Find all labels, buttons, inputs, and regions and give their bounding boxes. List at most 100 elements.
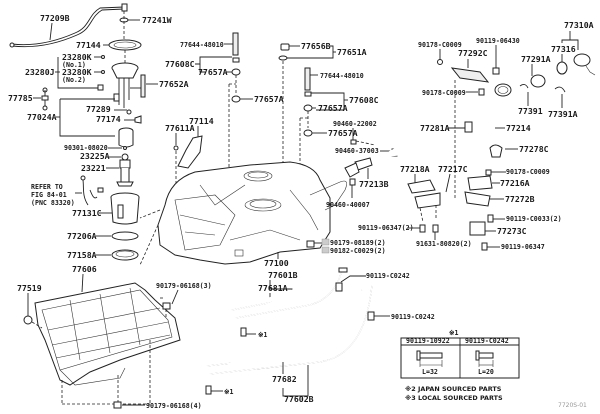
fuel-cap xyxy=(573,53,591,67)
part-label-77158a[interactable]: 77158A xyxy=(67,250,97,260)
clamp-77281a xyxy=(464,121,473,133)
part-label-77644-48010-b[interactable]: 77644-48010 xyxy=(320,72,364,80)
part-label-77131c[interactable]: 77131C xyxy=(72,208,102,218)
part-label-77291a[interactable]: 77291A xyxy=(521,54,551,64)
part-label-90178-c0009-b[interactable]: 90178-C0009 xyxy=(422,89,466,97)
grommet-77657a-d xyxy=(303,129,313,137)
part-label-77785[interactable]: 77785 xyxy=(8,93,33,103)
bolt-icon-32 xyxy=(416,350,443,367)
nut-90179-3 xyxy=(162,302,171,310)
pump-bracket-77131c xyxy=(110,192,140,225)
part-label-77114[interactable]: 77114 xyxy=(189,116,214,126)
part-label-77651a[interactable]: 77651A xyxy=(337,47,367,57)
retainer-ring-77144 xyxy=(108,39,142,51)
part-label-90182-c0029[interactable]: 90182-C0029(2) xyxy=(330,247,386,255)
cap-77656b xyxy=(280,43,290,51)
part-label-77657a-b[interactable]: 77657A xyxy=(254,94,284,104)
part-label-77391a[interactable]: 77391A xyxy=(548,109,578,119)
part-label-77602b[interactable]: 77602B xyxy=(284,394,314,404)
mark1-label-a[interactable]: ※1 xyxy=(258,331,268,339)
part-label-77144[interactable]: 77144 xyxy=(76,40,101,50)
part-label-90119-06347-b[interactable]: 90119-06347 xyxy=(501,243,545,251)
filler-pipe-77214 xyxy=(379,83,512,158)
part-label-90119-c0242-a[interactable]: 90119-C0242 xyxy=(366,272,410,280)
part-label-77652a[interactable]: 77652A xyxy=(159,79,189,89)
part-label-90119-06430[interactable]: 90119-06430 xyxy=(476,37,520,45)
part-label-23221[interactable]: 23221 xyxy=(81,163,106,173)
part-label-77218a[interactable]: 77218A xyxy=(400,164,430,174)
part-label-77174[interactable]: 77174 xyxy=(96,114,121,124)
part-label-77601b[interactable]: 77601B xyxy=(268,270,298,280)
part-label-77657a-d[interactable]: 77657A xyxy=(328,128,358,138)
legend-text-local: LOCAL SOURCED PARTS xyxy=(418,394,503,402)
part-label-77608c-a[interactable]: 77608C xyxy=(165,59,195,69)
part-label-77657a-a[interactable]: 77657A xyxy=(198,67,228,77)
part-label-77292c[interactable]: 77292C xyxy=(458,48,488,58)
part-label-77611a[interactable]: 77611A xyxy=(165,123,195,133)
part-label-90179-06168-3[interactable]: 90179-06168(3) xyxy=(156,282,212,290)
part-label-77272b[interactable]: 77272B xyxy=(505,194,535,204)
bolt-table-col1-length: L=32 xyxy=(422,368,438,376)
part-label-90179-08189[interactable]: 90179-08189(2) xyxy=(330,239,386,247)
bracket-77216a xyxy=(467,175,493,191)
part-label-90178-c0009-c[interactable]: 90178-C0009 xyxy=(506,168,550,176)
bolt-table-col2-length: L=20 xyxy=(478,368,494,376)
strap-upper xyxy=(231,267,348,319)
part-label-77606[interactable]: 77606 xyxy=(72,264,97,274)
part-label-77289[interactable]: 77289 xyxy=(86,104,111,114)
part-label-90301-08020[interactable]: 90301-08020 xyxy=(64,144,108,152)
legend-text-japan: JAPAN SOURCED PARTS xyxy=(417,385,502,393)
part-label-77644-48010-a[interactable]: 77644-48010 xyxy=(180,41,224,49)
bolt-mark1-a xyxy=(240,327,247,337)
part-label-91631-80820[interactable]: 91631-80820(2) xyxy=(416,240,472,248)
part-label-77100[interactable]: 77100 xyxy=(264,258,289,268)
part-label-77241w[interactable]: 77241W xyxy=(142,15,172,25)
part-label-77656b[interactable]: 77656B xyxy=(301,41,331,51)
part-label-77391[interactable]: 77391 xyxy=(518,106,543,116)
part-label-90460-37003[interactable]: 90460-37003 xyxy=(335,147,379,155)
refer-note-line2[interactable]: FIG 84-01 xyxy=(31,191,67,199)
nut-90179-08189 xyxy=(306,240,315,248)
retainer-77158a xyxy=(111,249,139,261)
valve-77644-b xyxy=(304,67,311,91)
hose-77213b xyxy=(344,157,373,178)
part-label-77213b[interactable]: 77213B xyxy=(359,179,389,189)
part-label-77681a[interactable]: 77681A xyxy=(258,283,288,293)
part-label-90179-06168-4[interactable]: 90179-06168(4) xyxy=(146,402,202,410)
fuel-sender-unit xyxy=(111,50,139,108)
part-label-77281a[interactable]: 77281A xyxy=(420,123,450,133)
grommet-77519 xyxy=(23,315,33,325)
part-label-23280j[interactable]: 23280J xyxy=(25,67,55,77)
part-label-77657a-c[interactable]: 77657A xyxy=(318,103,348,113)
part-label-23280k-1[interactable]: 23280K xyxy=(62,52,92,62)
gauge-clip-77785 xyxy=(41,87,49,111)
part-label-77216a[interactable]: 77216A xyxy=(500,178,530,188)
part-label-23225a[interactable]: 23225A xyxy=(80,151,110,161)
mark1-label-b[interactable]: ※1 xyxy=(224,388,234,396)
part-label-77209b[interactable]: 77209B xyxy=(40,13,70,23)
part-label-77024a[interactable]: 77024A xyxy=(27,112,57,122)
part-label-77682[interactable]: 77682 xyxy=(272,374,297,384)
part-label-77278c[interactable]: 77278C xyxy=(519,144,549,154)
part-label-77214[interactable]: 77214 xyxy=(506,123,531,133)
part-label-90460-22002[interactable]: 90460-22002 xyxy=(333,120,377,128)
part-label-77316[interactable]: 77316 xyxy=(551,44,576,54)
part-label-90460-40007[interactable]: 90460-40007 xyxy=(326,201,370,209)
part-label-90178-c0009-a[interactable]: 90178-C0009 xyxy=(418,41,462,49)
hose-77278c xyxy=(489,144,503,158)
part-label-77608c-b[interactable]: 77608C xyxy=(349,95,379,105)
part-label-77519[interactable]: 77519 xyxy=(17,283,42,293)
part-label-77273c[interactable]: 77273C xyxy=(497,226,527,236)
part-label-90119-c0033[interactable]: 90119-C0033(2) xyxy=(506,215,562,223)
part-label-90119-c0242-b[interactable]: 90119-C0242 xyxy=(391,313,435,321)
part-label-23280k-2[interactable]: 23280K xyxy=(62,67,92,77)
bolt-reference-table xyxy=(400,337,520,379)
bolt-table-col2-part: 90119-C0242 xyxy=(465,337,509,345)
part-label-77206a[interactable]: 77206A xyxy=(67,231,97,241)
fuel-pump-23221 xyxy=(116,159,134,187)
bolt-icon-20 xyxy=(475,350,494,367)
part-label-77310a[interactable]: 77310A xyxy=(564,20,594,30)
part-label-77217c[interactable]: 77217C xyxy=(438,164,468,174)
part-label-90119-06347-a[interactable]: 90119-06347(2) xyxy=(358,224,414,232)
